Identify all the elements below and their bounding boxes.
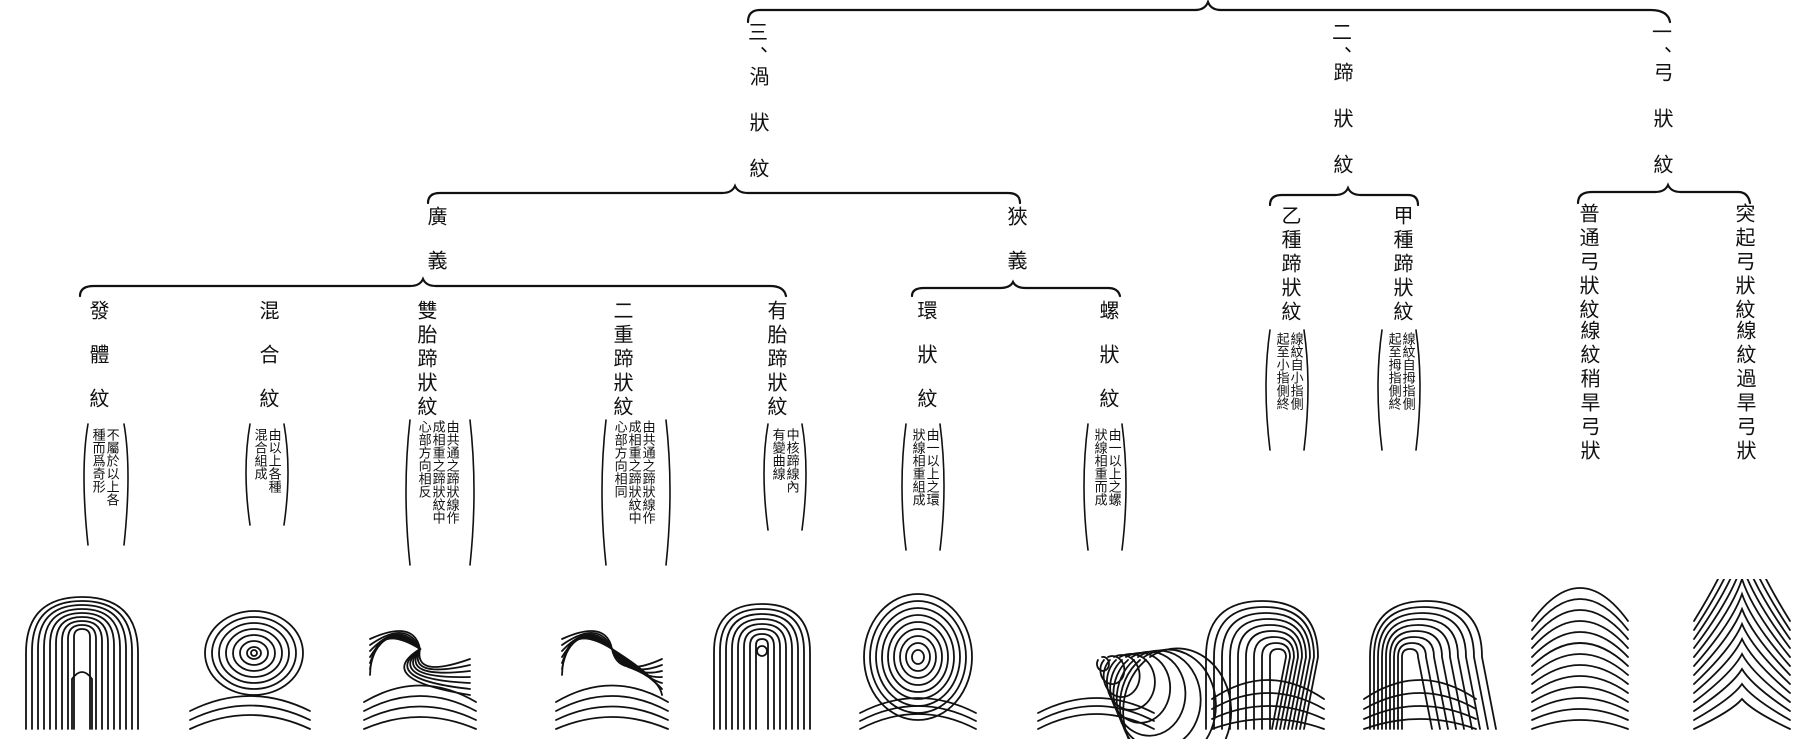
arch-type-plain: 普通弓狀紋: [1576, 203, 1600, 323]
arch-brace: [1576, 182, 1752, 205]
whorl-spiral-note-1: 由一以上之螺: [1105, 428, 1121, 506]
arch-title: 弓狀紋: [1650, 62, 1674, 200]
loop-type-a-note-2: 起至拇指側終: [1385, 332, 1401, 410]
whorl-twin-loop-note-3: 心部方向相反: [415, 420, 431, 498]
whorl-twin-loop-note-1: 由共通之蹄狀線作: [443, 420, 459, 524]
whorl-narrow-label: 狹義: [1004, 206, 1028, 294]
whorl-accidental: 發體紋: [86, 300, 110, 432]
fp-double-loop-icon: [555, 630, 669, 730]
loop-type-b: 乙種蹄狀紋: [1278, 205, 1302, 325]
whorl-accidental-note-2: 種而爲奇形: [89, 428, 105, 493]
loop-number-sep: 、: [1344, 32, 1364, 56]
fp-composite-icon: [189, 610, 311, 730]
top-brace: [746, 0, 1672, 24]
whorl-spiral-note-2: 狀線相重而成: [1091, 428, 1107, 506]
fp-spiral-icon: [1037, 647, 1233, 739]
fp-arch-tented-icon: [1693, 579, 1791, 730]
broad-brace: [78, 276, 788, 298]
whorl-title: 渦狀紋: [746, 66, 770, 204]
arch-type-tented-note: 線紋過旱弓狀: [1733, 320, 1757, 464]
whorl-central-pocket-note-2: 有變曲線: [769, 428, 785, 480]
loop-type-a-note-1: 線紋自拇指側: [1399, 332, 1415, 410]
whorl-number-sep: 、: [760, 32, 780, 56]
loop-type-b-note-1: 線紋自小指側: [1287, 332, 1303, 410]
fp-loop-ulnar-icon: [1205, 600, 1325, 730]
whorl-spiral: 螺狀紋: [1096, 300, 1120, 432]
loop-title: 蹄狀紋: [1330, 62, 1354, 200]
whorl-composite-note-2: 混合組成: [251, 428, 267, 480]
arch-number: 一: [1652, 20, 1672, 44]
loop-number: 二: [1332, 20, 1352, 44]
arch-type-tented: 突起弓狀紋: [1732, 203, 1756, 323]
note-brackets: [83, 329, 1421, 566]
whorl-broad-label: 廣義: [424, 206, 448, 294]
whorl-double-loop-note-1: 由共通之蹄狀線作: [639, 420, 655, 524]
whorl-concentric: 環狀紋: [914, 300, 938, 432]
whorl-twin-loop: 雙胎蹄狀紋: [414, 300, 438, 420]
arch-type-plain-note: 線紋稍旱弓狀: [1577, 320, 1601, 464]
fp-twin-loop-icon: [363, 630, 477, 730]
narrow-brace: [910, 279, 1122, 298]
loop-type-b-note-2: 起至小指側終: [1273, 332, 1289, 410]
whorl-composite: 混合紋: [256, 300, 280, 432]
whorl-concentric-note-2: 狀線相重組成: [909, 428, 925, 506]
fp-concentric-icon: [859, 593, 977, 730]
arch-number-sep: 、: [1664, 32, 1684, 56]
fp-arch-plain-icon: [1531, 587, 1629, 730]
whorl-accidental-note-1: 不屬於以上各: [103, 428, 119, 506]
whorl-central-pocket-note-1: 中核蹄線內: [783, 428, 799, 493]
whorl-brace: [426, 183, 1022, 205]
loop-brace: [1268, 185, 1420, 207]
whorl-double-loop: 二重蹄狀紋: [610, 300, 634, 420]
fp-central-pocket-icon: [713, 603, 811, 730]
fingerprint-row: [25, 579, 1791, 739]
whorl-central-pocket: 有胎蹄狀紋: [764, 300, 788, 420]
whorl-concentric-note-1: 由一以上之環: [923, 428, 939, 506]
loop-type-a: 甲種蹄狀紋: [1390, 205, 1414, 325]
whorl-twin-loop-note-2: 成相重之蹄狀紋中: [429, 420, 445, 524]
whorl-double-loop-note-3: 心部方向相同: [611, 420, 627, 498]
fp-loop-radial-icon: [1363, 600, 1497, 730]
whorl-number: 三: [748, 20, 768, 44]
whorl-composite-note-1: 由以上各種: [265, 428, 281, 493]
whorl-double-loop-note-2: 成相重之蹄狀紋中: [625, 420, 641, 524]
fp-accidental-icon: [25, 596, 139, 730]
